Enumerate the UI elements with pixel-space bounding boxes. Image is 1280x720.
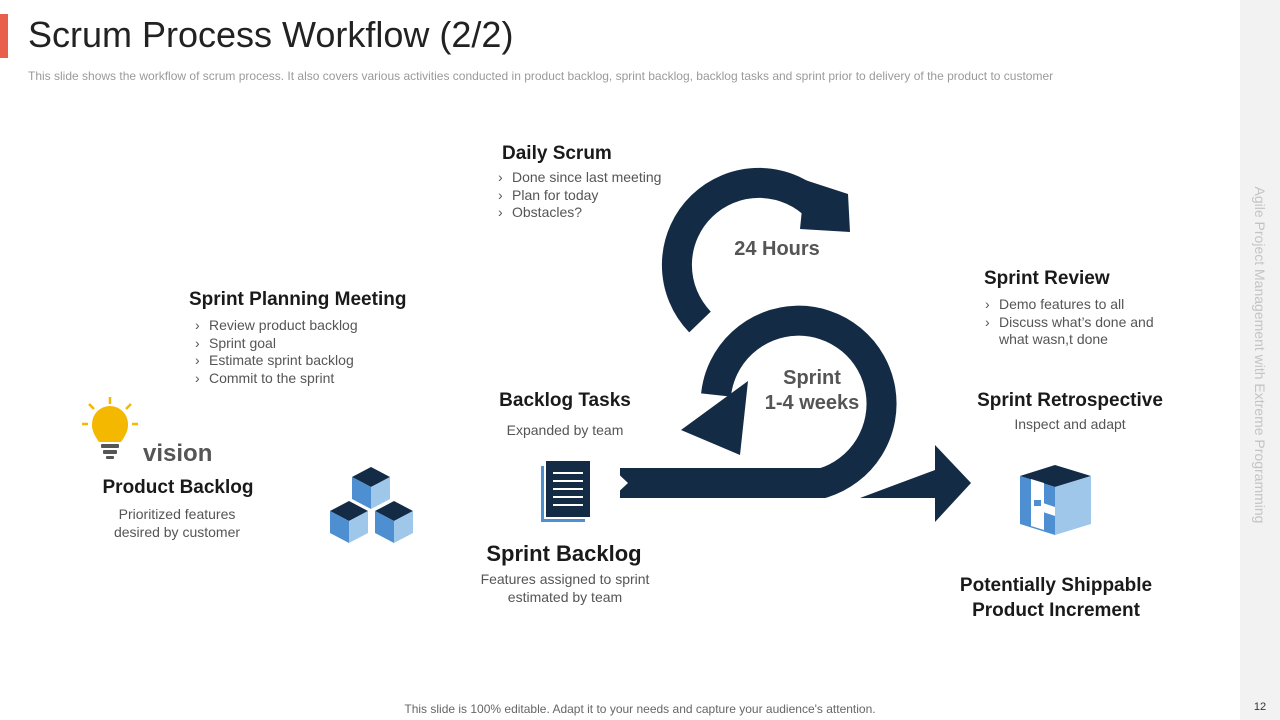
daily-scrum-title: Daily Scrum [502, 143, 612, 164]
daily-cycle-arrow [662, 167, 829, 333]
increment-title-line1: Potentially Shippable [959, 575, 1153, 596]
sprint-cycle-tail [612, 468, 628, 498]
list-item: Review product backlog [195, 317, 358, 335]
list-item: Demo features to all [985, 296, 1154, 314]
sprint-retrospective-title: Sprint Retrospective [977, 390, 1163, 411]
lightbulb-icon [82, 397, 138, 459]
product-backlog-title: Product Backlog [102, 477, 254, 498]
document-stack-icon [541, 461, 590, 522]
list-item: Done since last meeting [498, 169, 661, 187]
cubes-icon [330, 467, 413, 543]
side-strip [1240, 0, 1280, 720]
list-item: Discuss what’s done and [985, 314, 1154, 332]
sprint-cycle-arrowhead [681, 381, 748, 455]
sprint-cycle-arrow [620, 305, 897, 498]
exit-arrow [860, 445, 971, 522]
sprint-backlog-desc: Features assigned to sprint estimated by… [481, 570, 650, 606]
daily-scrum-list: Done since last meeting Plan for today O… [498, 169, 661, 222]
sprint-backlog-desc-line1: Features assigned to sprint [480, 571, 650, 587]
daily-cycle-label: 24 Hours [734, 238, 820, 260]
page-title: Scrum Process Workflow (2/2) [28, 14, 514, 55]
sprint-retrospective-desc: Inspect and adapt [1014, 416, 1126, 432]
list-item-continued: what wasn,t done [999, 331, 1108, 347]
sprint-planning-list: Review product backlog Sprint goal Estim… [195, 317, 358, 387]
backlog-tasks-title: Backlog Tasks [499, 390, 631, 411]
title-accent-bar [0, 14, 8, 58]
daily-cycle-arrowhead [800, 180, 850, 232]
product-backlog-desc: Prioritized features desired by customer [114, 505, 240, 541]
sprint-backlog-title: Sprint Backlog [486, 541, 642, 566]
sprint-planning-title: Sprint Planning Meeting [189, 289, 407, 310]
sprint-label-line1: Sprint [783, 367, 841, 389]
list-item: Plan for today [498, 187, 661, 205]
increment-title-line2: Product Increment [972, 600, 1140, 621]
sprint-review-title: Sprint Review [984, 268, 1110, 289]
product-box-icon [1020, 465, 1091, 535]
sprint-cycle-label: Sprint 1-4 weeks [765, 366, 860, 416]
page-number: 12 [1253, 701, 1267, 713]
product-backlog-desc-line2: desired by customer [113, 524, 241, 540]
increment-title: Potentially Shippable Product Increment [960, 573, 1152, 623]
sprint-review-list: Demo features to all Discuss what’s done… [985, 296, 1154, 349]
sprint-label-line2: 1-4 weeks [764, 392, 860, 414]
list-item: Estimate sprint backlog [195, 352, 358, 370]
sprint-backlog-desc-line2: estimated by team [507, 589, 623, 605]
page-subtitle: This slide shows the workflow of scrum p… [28, 69, 1054, 83]
list-item: Sprint goal [195, 335, 358, 353]
product-backlog-desc-line1: Prioritized features [118, 506, 236, 522]
list-item: Commit to the sprint [195, 370, 358, 388]
vision-label: vision [143, 440, 213, 467]
list-item: Obstacles? [498, 204, 661, 222]
footer-note: This slide is 100% editable. Adapt it to… [404, 702, 876, 716]
backlog-tasks-desc: Expanded by team [506, 422, 624, 438]
